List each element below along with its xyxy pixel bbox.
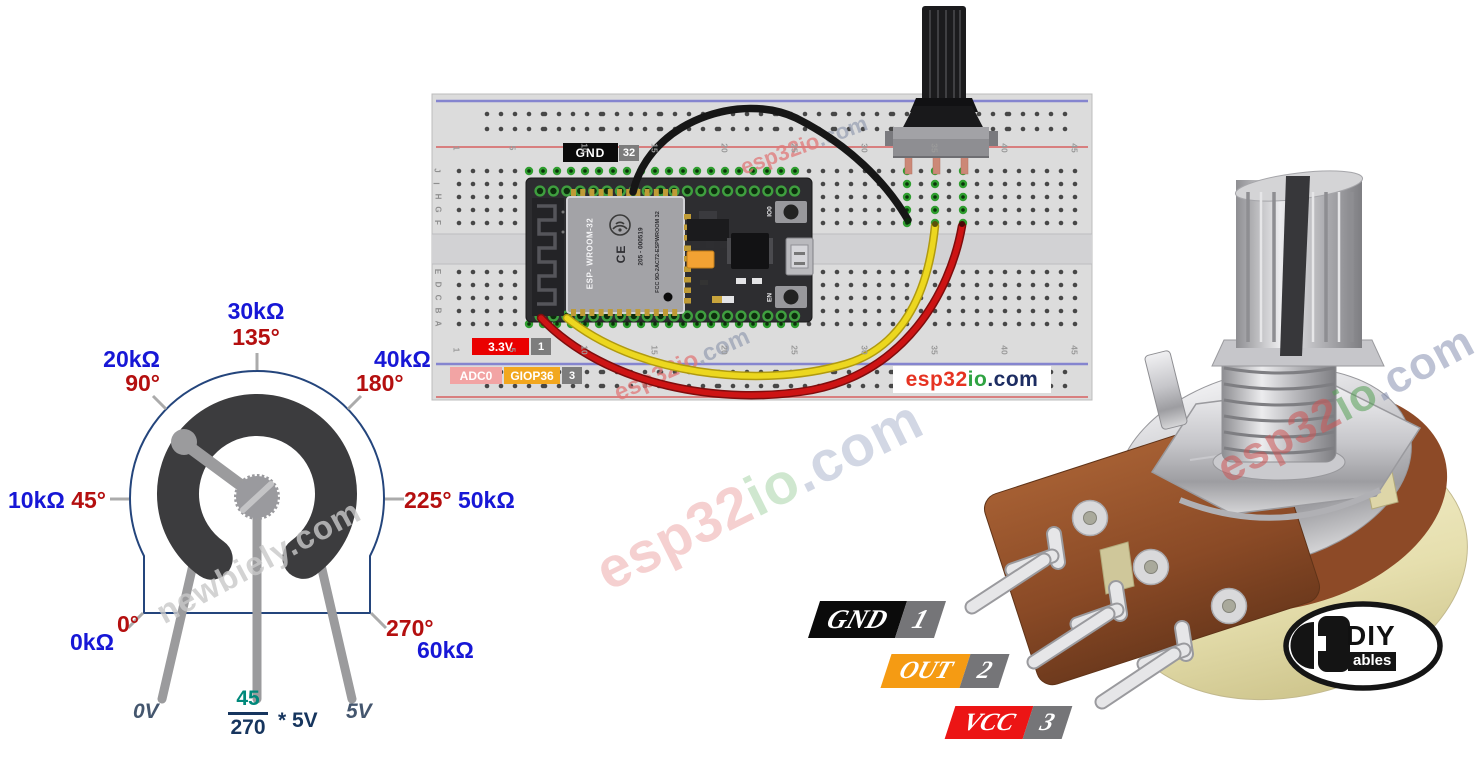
diyables-logo-text: DIY [1346, 620, 1396, 651]
voltage-regulator [687, 219, 729, 241]
boot-button-label: IO0 [766, 206, 774, 217]
dial-res-0k: 0kΩ [70, 629, 115, 655]
ce-mark: CE [614, 244, 628, 264]
dial-left-labels: 10kΩ 45° [8, 487, 106, 513]
photo-pin3-label: VCC 3 [944, 706, 1072, 739]
breadboard-row-letter: F [432, 220, 442, 225]
dial-deg-270: 270° [386, 615, 434, 641]
gpio36-pin-number: 3 [562, 367, 582, 384]
micro-usb-connector [785, 237, 814, 276]
breadboard-column-number: 45 [1069, 345, 1080, 355]
breadboard-column-number: 15 [649, 143, 660, 153]
breadboard-column-number: 20 [719, 345, 730, 355]
shield-dot [663, 292, 673, 302]
breadboard-row-letter: H [433, 193, 443, 200]
dial-deg-135: 135° [232, 324, 280, 350]
breadboard-column-number: 35 [929, 143, 940, 153]
dial-pin-5v: 5V [346, 700, 372, 723]
dial-wiper [171, 429, 280, 520]
pot-legs [964, 526, 1194, 710]
shield-solder-pads [571, 189, 691, 316]
photo-pin2-label: OUT 2 [880, 654, 1010, 688]
dial-resistive-track [157, 393, 357, 580]
dial-deg-90: 90° [125, 370, 160, 396]
dial-voltage-fraction: 45 270 [224, 687, 272, 740]
breadboard-row-letter: B [433, 307, 443, 314]
breadboard-row-letter: D [433, 281, 443, 288]
esp32-fcc-text: FCC 9D-2AC72-ESPWROOM 32 [655, 211, 661, 293]
pot-mount [900, 106, 986, 133]
breadboard-column-number: 15 [649, 345, 660, 355]
potentiometer-dial-diagram [110, 353, 404, 704]
breadboard-column-number: 1 [451, 347, 462, 353]
breadboard-row-letter: I [431, 182, 441, 185]
breadboard-column-number: 30 [859, 143, 870, 153]
dial-pin-0v: 0V [133, 700, 159, 723]
breadboard-holes [456, 111, 1078, 389]
dial-res-20k: 20kΩ [103, 346, 160, 372]
dial-tick-marks [110, 353, 404, 630]
pot-rivets [1071, 499, 1248, 625]
breadboard-potentiometer [885, 6, 998, 175]
breadboard-column-number: 10 [579, 143, 590, 153]
gnd-wire-black [629, 104, 912, 224]
pot-anti-rotation-tab [1144, 350, 1188, 430]
breadboard-column-number: 40 [999, 143, 1010, 153]
esp32-cert-text: 205 - 000519 [637, 227, 645, 266]
breadboard-column-number: 1 [451, 145, 462, 151]
dial-voltage-multiplier: * 5V [278, 709, 318, 732]
photo-pin1-label: GND 1 [807, 601, 947, 638]
wifi-logo-icon [609, 214, 631, 236]
dial-deg-0: 0° [117, 611, 139, 637]
breadboard-column-number: 5 [507, 347, 518, 353]
esp32-devkit-board [525, 177, 814, 323]
breadboard-row-letter: A [433, 320, 443, 327]
dial-right-labels: 225° 50kΩ [404, 487, 515, 513]
diyables-logo-subtext: ables [1348, 652, 1397, 671]
en-button-label: EN [766, 292, 774, 303]
breadboard-row-letter: J [432, 168, 442, 173]
breadboard-column-number: 25 [789, 143, 800, 153]
diyables-logo [1283, 601, 1443, 691]
breadboard-column-number: 35 [929, 345, 940, 355]
breadboard-column-number: 20 [719, 143, 730, 153]
dial-res-40k: 40kΩ [374, 346, 431, 372]
usb-uart-chip [731, 233, 769, 269]
breadboard-row-letter: G [433, 206, 443, 213]
gpio36-label: GIOP36 [504, 367, 560, 384]
breadboard-row-letter: E [433, 268, 443, 275]
3v3-wire-label: 3.3V [472, 338, 529, 355]
breadboard-column-number: 45 [1069, 143, 1080, 153]
breadboard-row-letter: C [433, 294, 443, 301]
3v3-pin-number: 1 [531, 338, 551, 355]
capacitor-orange [686, 250, 715, 269]
breadboard-column-number: 40 [999, 345, 1010, 355]
breadboard-column-number: 5 [507, 145, 518, 151]
potentiometer-photo [964, 170, 1468, 710]
dial-deg-180: 180° [356, 370, 404, 396]
dial-res-30k: 30kΩ [227, 298, 285, 324]
adc0-label: ADC0 [450, 367, 502, 384]
dial-res-60k: 60kΩ [417, 637, 474, 663]
shaft-slot [1280, 176, 1310, 356]
antenna-zigzag-icon [537, 204, 557, 306]
breadboard-column-number: 30 [859, 345, 870, 355]
breadboard-column-number: 25 [789, 345, 800, 355]
gnd-pin-number: 32 [619, 145, 639, 161]
gnd-wire-label: GND [563, 143, 618, 162]
esp32-module-shield [566, 196, 685, 314]
breadboard-column-number: 10 [579, 345, 590, 355]
esp32-shield-text: ESP- WROOM-32 [585, 217, 595, 290]
dial-pot-legs [157, 503, 357, 704]
